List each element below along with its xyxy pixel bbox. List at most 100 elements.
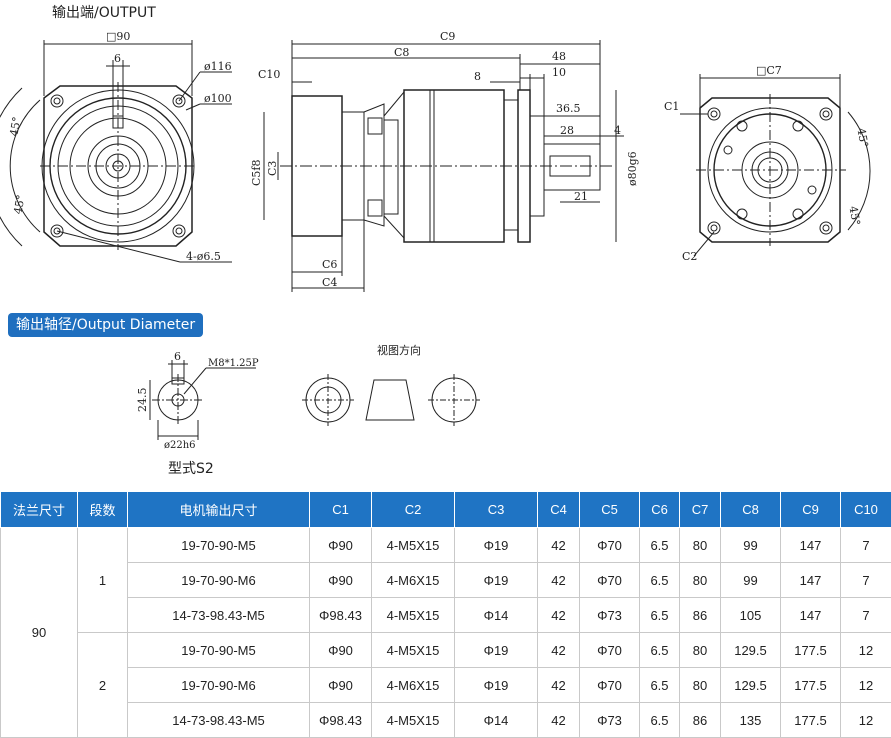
table-cell: 6.5 <box>640 668 680 703</box>
label-21: 21 <box>574 190 588 203</box>
table-cell: Φ14 <box>455 598 538 633</box>
view-direction-symbols <box>302 374 480 426</box>
label-square-c7: □C7 <box>756 64 782 77</box>
output-diameter-badge: 输出轴径/Output Diameter <box>8 313 203 337</box>
label-c8: C8 <box>394 46 409 59</box>
table-cell: 177.5 <box>781 703 841 738</box>
label-c10: C10 <box>258 68 280 81</box>
header-c4: C4 <box>538 492 580 528</box>
table-row: 2 19-70-90-M5 Φ90 4-M5X15 Φ19 42 Φ70 6.5… <box>1 633 891 668</box>
label-shaft-24-5: 24.5 <box>136 388 149 413</box>
label-28: 28 <box>560 124 574 137</box>
label-angle-45b: 45° <box>11 194 27 215</box>
label-square-90: □90 <box>106 30 130 43</box>
header-stages: 段数 <box>78 492 128 528</box>
table-cell: Φ19 <box>455 633 538 668</box>
table-cell: 135 <box>721 703 781 738</box>
table-cell: 6.5 <box>640 563 680 598</box>
table-cell: 4-M5X15 <box>372 528 455 563</box>
label-holes: 4-ø6.5 <box>186 250 221 263</box>
table-cell: 80 <box>680 633 721 668</box>
stages-cell: 2 <box>78 633 128 738</box>
table-cell: Φ98.43 <box>310 598 372 633</box>
table-cell: Φ90 <box>310 563 372 598</box>
table-row: 90 1 19-70-90-M5 Φ90 4-M5X15 Φ19 42 Φ70 … <box>1 528 891 563</box>
table-cell: Φ70 <box>580 528 640 563</box>
table-cell: 80 <box>680 668 721 703</box>
spec-table: 法兰尺寸 段数 电机输出尺寸 C1 C2 C3 C4 C5 C6 C7 C8 C… <box>0 492 891 738</box>
drawing-svg: □90 6 ø116 ø100 45° 45° 4-ø6.5 C9 C8 C10… <box>0 0 891 492</box>
table-cell: 129.5 <box>721 633 781 668</box>
table-cell: Φ73 <box>580 703 640 738</box>
label-c1: C1 <box>664 100 679 113</box>
table-cell: 19-70-90-M6 <box>128 668 310 703</box>
table-cell: 6.5 <box>640 633 680 668</box>
table-cell: 42 <box>538 633 580 668</box>
label-8: 8 <box>474 70 481 83</box>
table-cell: 19-70-90-M6 <box>128 563 310 598</box>
header-c1: C1 <box>310 492 372 528</box>
table-cell: 12 <box>841 633 891 668</box>
label-4: 4 <box>614 124 621 137</box>
table-cell: 147 <box>781 563 841 598</box>
flange-size-cell: 90 <box>1 528 78 738</box>
table-cell: Φ90 <box>310 528 372 563</box>
label-dia-116: ø116 <box>204 60 232 73</box>
table-cell: Φ70 <box>580 563 640 598</box>
table-cell: 147 <box>781 528 841 563</box>
table-cell: Φ70 <box>580 633 640 668</box>
table-cell: 147 <box>781 598 841 633</box>
label-shaft-6: 6 <box>174 350 181 363</box>
table-cell: 42 <box>538 703 580 738</box>
label-48: 48 <box>552 50 566 63</box>
table-cell: 12 <box>841 703 891 738</box>
table-cell: 4-M6X15 <box>372 668 455 703</box>
label-shaft-dia: ø22h6 <box>164 440 196 451</box>
table-cell: 6.5 <box>640 528 680 563</box>
table-cell: Φ19 <box>455 668 538 703</box>
rear-view-input <box>680 74 870 256</box>
header-c8: C8 <box>721 492 781 528</box>
table-cell: Φ19 <box>455 563 538 598</box>
table-cell: Φ90 <box>310 633 372 668</box>
label-c9: C9 <box>440 30 455 43</box>
table-cell: 177.5 <box>781 633 841 668</box>
table-cell: Φ98.43 <box>310 703 372 738</box>
table-cell: 7 <box>841 598 891 633</box>
table-cell: 14-73-98.43-M5 <box>128 598 310 633</box>
front-view-output <box>0 40 232 262</box>
table-cell: 14-73-98.43-M5 <box>128 703 310 738</box>
table-cell: Φ19 <box>455 528 538 563</box>
stages-cell: 1 <box>78 528 128 633</box>
table-cell: 129.5 <box>721 668 781 703</box>
table-cell: Φ70 <box>580 668 640 703</box>
label-angle-45d: 45° <box>846 205 862 226</box>
table-cell: 7 <box>841 528 891 563</box>
header-flange-size: 法兰尺寸 <box>1 492 78 528</box>
header-c2: C2 <box>372 492 455 528</box>
label-dia-100: ø100 <box>204 92 232 105</box>
label-36-5: 36.5 <box>556 102 581 115</box>
label-c4: C4 <box>322 276 337 289</box>
table-cell: 6.5 <box>640 598 680 633</box>
table-cell: 99 <box>721 563 781 598</box>
table-row: 14-73-98.43-M5 Φ98.43 4-M5X15 Φ14 42 Φ73… <box>1 703 891 738</box>
table-cell: 42 <box>538 668 580 703</box>
table-cell: 4-M5X15 <box>372 703 455 738</box>
header-c3: C3 <box>455 492 538 528</box>
table-cell: Φ14 <box>455 703 538 738</box>
table-cell: 105 <box>721 598 781 633</box>
label-angle-45c: 45° <box>854 127 870 148</box>
table-cell: Φ90 <box>310 668 372 703</box>
type-s2-label: 型式S2 <box>168 458 214 478</box>
table-cell: 42 <box>538 598 580 633</box>
table-cell: 19-70-90-M5 <box>128 633 310 668</box>
header-c6: C6 <box>640 492 680 528</box>
header-c9: C9 <box>781 492 841 528</box>
label-c3: C3 <box>266 161 279 176</box>
label-10: 10 <box>552 66 566 79</box>
table-cell: 6.5 <box>640 703 680 738</box>
table-header-row: 法兰尺寸 段数 电机输出尺寸 C1 C2 C3 C4 C5 C6 C7 C8 C… <box>1 492 891 528</box>
table-cell: 42 <box>538 528 580 563</box>
header-c7: C7 <box>680 492 721 528</box>
